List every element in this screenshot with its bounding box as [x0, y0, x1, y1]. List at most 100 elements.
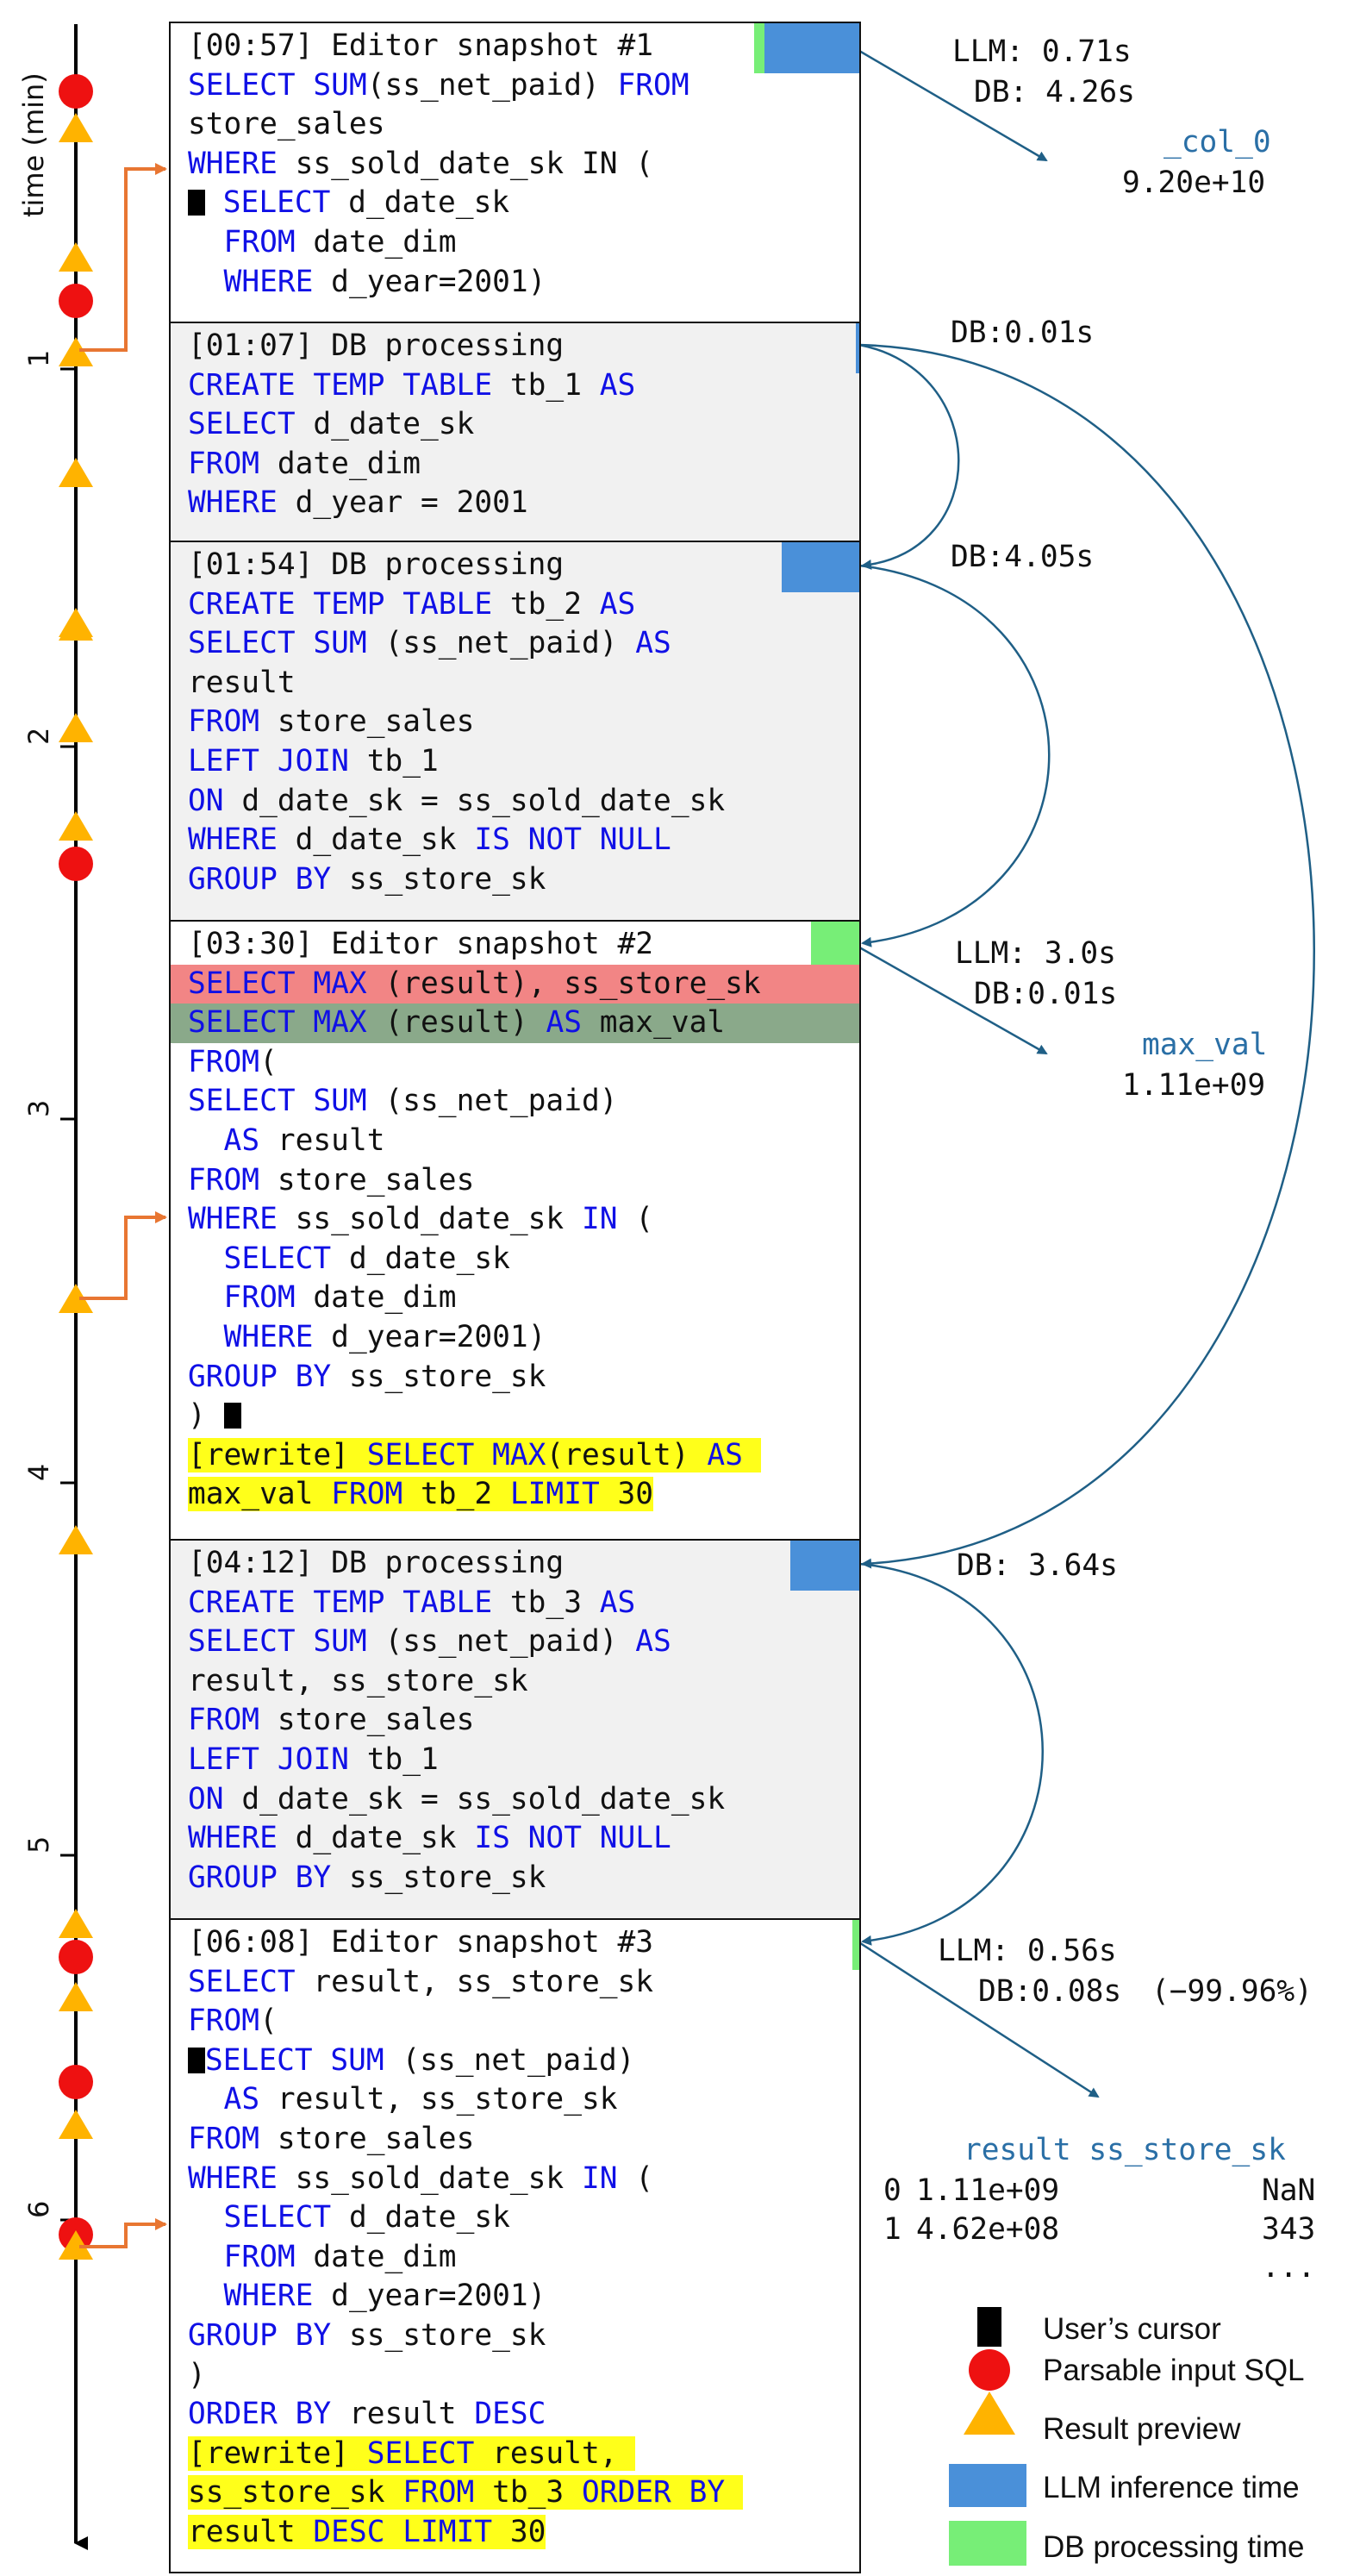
result-row-0-result: 1.11e+09 [916, 2173, 1060, 2208]
sql-text: (ss_net_paid) [384, 2042, 635, 2078]
legend-preview-label: Result preview [1043, 2412, 1241, 2446]
sql-keyword: AS [546, 1005, 582, 1041]
code-line: GROUP BY ss_store_sk [188, 1358, 856, 1397]
sql-text [188, 1280, 224, 1315]
sql-keyword: SELECT SUM [205, 2042, 384, 2078]
result-table-header: result ss_store_sk [964, 2133, 1286, 2167]
db-1-time: DB:0.01s [951, 316, 1095, 350]
sql-text: ( [259, 1044, 278, 1079]
sql-text: result [188, 665, 296, 700]
sql-text [742, 1437, 761, 1472]
result-preview-legend-icon [964, 2392, 1015, 2435]
code-line: CREATE TEMP TABLE tb_2 AS [188, 585, 856, 625]
db-2-time: DB:4.05s [951, 540, 1095, 574]
sql-text [188, 1320, 224, 1354]
sql-text: (result) [546, 1437, 708, 1472]
code-line: ) [188, 2356, 856, 2396]
sql-text: ( [617, 2160, 654, 2196]
sql-text [188, 2082, 224, 2116]
sql-keyword: FROM [188, 1162, 260, 1197]
sql-keyword: FROM [188, 1703, 260, 1738]
snapshot-3-db-speedup: (−99.96%) [1151, 1974, 1313, 2009]
code-line: FROM store_sales [188, 2120, 856, 2160]
result-preview-marker [59, 2110, 93, 2139]
sql-keyword: SELECT SUM [188, 1084, 367, 1119]
code-line: GROUP BY ss_store_sk [188, 860, 856, 900]
sql-text: ss_store_sk [331, 2317, 546, 2353]
code-line: [01:54] DB processing [188, 546, 856, 585]
sql-keyword: FROM [402, 2475, 475, 2510]
sql-keyword: GROUP BY [188, 1860, 332, 1895]
sql-keyword: WHERE [188, 146, 278, 181]
sql-text: 30 [492, 2514, 546, 2549]
sql-text: store_sales [188, 107, 385, 142]
text-cursor-icon [223, 1403, 241, 1429]
sql-keyword: FROM [331, 1477, 403, 1512]
sql-text: 30 [599, 1477, 654, 1512]
sql-text: date_dim [295, 224, 457, 259]
sql-text [188, 225, 224, 259]
sql-keyword: GROUP BY [188, 1359, 332, 1394]
sql-keyword: IS NOT NULL [474, 1821, 671, 1856]
sql-text: date_dim [295, 1280, 457, 1316]
sql-keyword: WHERE [188, 822, 278, 858]
db-3-time: DB: 3.64s [957, 1548, 1118, 1583]
sql-text: (result), ss_store_sk [366, 966, 761, 1001]
sql-text: [06:08] Editor snapshot #3 [188, 1925, 654, 1960]
snapshot-2-db-time: DB:0.01s [974, 977, 1118, 1011]
code-line: result, ss_store_sk [188, 1662, 856, 1702]
result-preview-marker [59, 458, 93, 487]
sql-text: (ss_net_paid) [366, 1084, 618, 1119]
sql-keyword: AS [635, 626, 671, 661]
code-line: SELECT d_date_sk [188, 184, 856, 223]
sql-keyword: ORDER BY [581, 2475, 726, 2510]
sql-keyword: AS [635, 1624, 671, 1660]
sql-keyword: ON [188, 1781, 224, 1816]
sql-text [205, 185, 223, 220]
sql-keyword: AS [707, 1437, 743, 1472]
sql-text: d_year = 2001 [277, 485, 528, 521]
sql-keyword: GROUP BY [188, 861, 332, 897]
result-row-1-result: 4.62e+08 [916, 2212, 1060, 2247]
legend-cursor-label: User’s cursor [1043, 2312, 1221, 2346]
sql-keyword: IS NOT NULL [474, 822, 671, 858]
code-line: CREATE TEMP TABLE tb_1 AS [188, 366, 856, 406]
sql-keyword: SELECT [223, 2200, 332, 2235]
sql-keyword: IN [581, 2160, 618, 2196]
sql-keyword: FROM [223, 1280, 296, 1316]
sql-text: d_date_sk [331, 2200, 510, 2235]
result-preview-marker [59, 1909, 93, 1938]
snapshot-1-result-value: 9.20e+10 [1122, 166, 1266, 200]
sql-text: [rewrite] [188, 1437, 367, 1472]
time-tick-label: 4 [22, 1463, 55, 1481]
db-processing-legend-icon [949, 2521, 1026, 2566]
sql-keyword: CREATE TEMP TABLE [188, 586, 493, 622]
sql-text [188, 1123, 224, 1158]
sql-keyword: SELECT MAX [188, 966, 367, 1001]
suggested-code-line: SELECT MAX (result) AS max_val [171, 1004, 859, 1043]
sql-keyword: FROM [223, 2239, 296, 2274]
code-line: SELECT d_date_sk [188, 1240, 856, 1279]
sql-text [188, 2279, 224, 2313]
sql-text [188, 265, 224, 299]
code-line: ON d_date_sk = ss_sold_date_sk [188, 1780, 856, 1820]
code-line: WHERE d_year=2001) [188, 2277, 856, 2317]
sql-text: [00:57] Editor snapshot #1 [188, 28, 654, 63]
sql-text: ) [188, 2357, 206, 2392]
sql-text: d_date_sk [277, 822, 475, 858]
sql-keyword: IN [581, 1202, 618, 1237]
code-line: GROUP BY ss_store_sk [188, 2317, 856, 2356]
sql-keyword: FROM [223, 224, 296, 259]
sql-text: max_val [188, 1477, 332, 1512]
sql-text: result [331, 2397, 475, 2432]
sql-text: ss_store_sk [188, 2475, 403, 2510]
sql-keyword: WHERE [223, 264, 314, 299]
sql-keyword: SELECT SUM [188, 1624, 367, 1660]
